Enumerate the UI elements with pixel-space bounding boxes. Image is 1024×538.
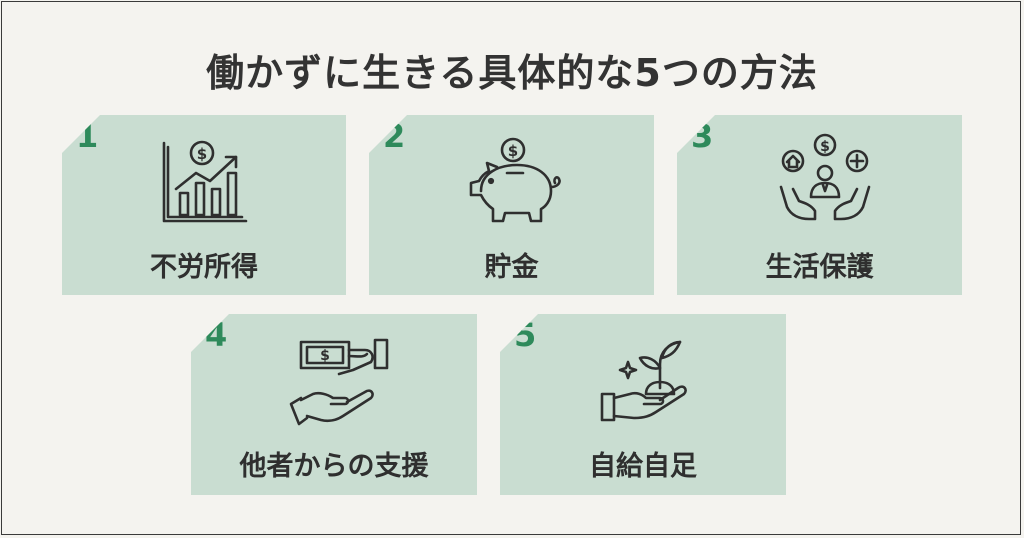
method-label: 他者からの支援 xyxy=(239,451,429,482)
welfare-support-icon: $ xyxy=(773,131,877,235)
method-label: 自給自足 xyxy=(589,451,697,482)
method-card-5: 5 自給自足 xyxy=(500,314,786,495)
piggy-bank-icon: $ xyxy=(461,133,571,233)
method-card-4: 4 $ 他者からの支援 xyxy=(191,314,477,495)
sprout-in-hand-icon xyxy=(594,328,704,428)
money-handover-icon: $ xyxy=(287,334,397,430)
investment-growth-chart-icon: $ xyxy=(158,133,254,229)
method-label: 貯金 xyxy=(484,252,539,283)
svg-text:$: $ xyxy=(508,142,518,160)
svg-text:$: $ xyxy=(820,139,830,155)
method-card-1: 1 $ 不労所得 xyxy=(62,115,346,295)
method-card-2: 2 $ 貯金 xyxy=(369,115,654,295)
page-title: 働かずに生きる具体的な5つの方法 xyxy=(206,51,818,95)
svg-text:$: $ xyxy=(197,145,207,163)
method-label: 生活保護 xyxy=(765,252,874,283)
svg-text:$: $ xyxy=(320,348,330,364)
method-label: 不労所得 xyxy=(150,252,258,283)
method-card-3: 3 $ 生活保護 xyxy=(677,115,962,295)
